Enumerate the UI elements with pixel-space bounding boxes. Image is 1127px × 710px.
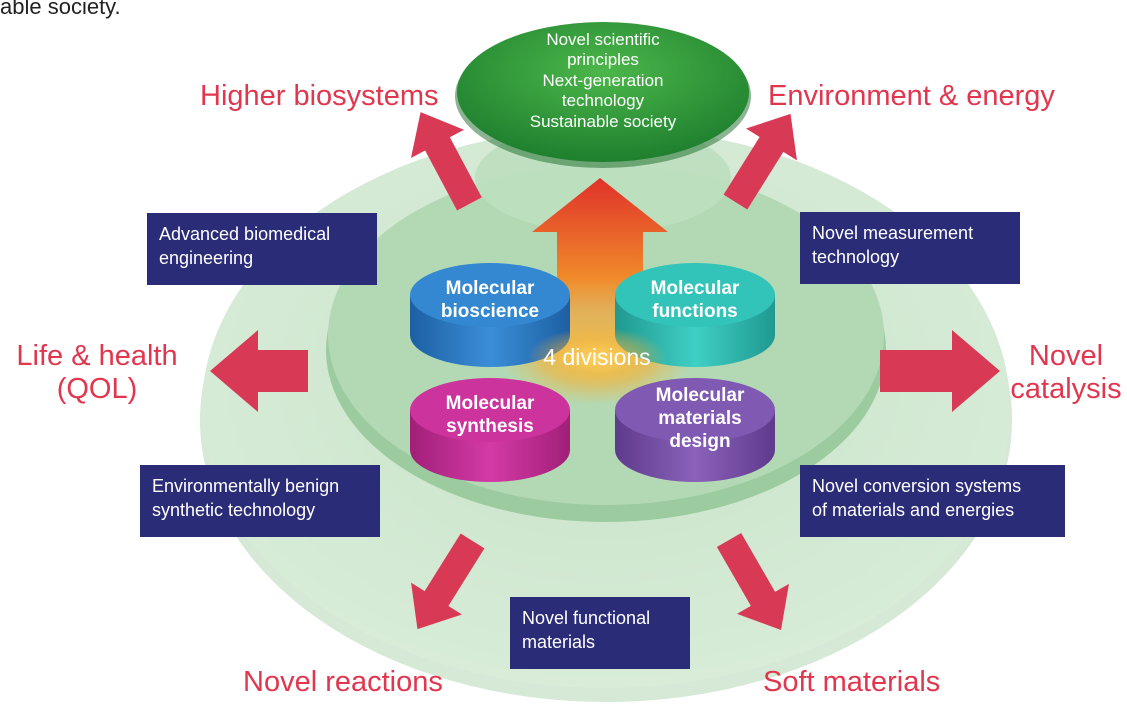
goal-ellipse [455,22,751,168]
box-environmentally-benign-line2: synthetic technology [152,500,316,521]
arrow-environment-energy [723,113,797,210]
label-bioscience-line1: Molecular [445,278,535,299]
box-novel-measurement-line1: Novel measurement [812,223,974,243]
box-environmentally-benign: Environmentally benign synthetic technol… [140,465,380,537]
label-materials-line1: Molecular [655,385,745,406]
goal-line-5: Sustainable society [529,111,677,131]
label-molecular-materials-design: Molecular materials design [630,385,770,453]
label-molecular-bioscience: Molecular bioscience [420,278,560,324]
box-novel-measurement-line2: technology [812,247,900,268]
label-materials-line2: materials [658,407,742,429]
box-advanced-biomedical: Advanced biomedical engineering [147,213,377,285]
label-novel-catalysis-line1: Novel [1028,340,1104,372]
intro-text-fragment: able society. [0,0,121,19]
label-environment-energy: Environment & energy [768,80,1055,112]
label-novel-catalysis-line2: catalysis [1010,373,1122,406]
label-life-health-line2: (QOL) [56,373,138,406]
arrow-novel-catalysis [880,330,1000,412]
label-molecular-functions: Molecular functions [625,278,765,324]
box-novel-functional: Novel functional materials [510,597,690,669]
label-functions-line2: functions [652,300,738,322]
arrow-higher-biosystems [411,112,482,211]
box-novel-conversion-line2: of materials and energies [812,500,1015,521]
label-molecular-synthesis: Molecular synthesis [420,393,560,439]
label-higher-biosystems: Higher biosystems [200,80,439,112]
label-soft-materials: Soft materials [763,666,941,698]
label-novel-catalysis: Novel catalysis [1008,340,1124,407]
label-materials-line3: design [669,430,731,452]
goal-line-1: Novel scientific [546,30,660,49]
goal-line-3: Next-generation [542,70,664,90]
goal-line-4: technology [561,91,645,111]
box-novel-functional-line2: materials [522,632,596,653]
arrow-life-health-shape [210,330,308,412]
goal-text: Novel scientific principles Next-generat… [498,30,708,132]
goal-line-2: principles [567,50,639,70]
label-4-divisions: 4 divisions [543,344,651,370]
box-advanced-biomedical-line2: engineering [159,248,254,269]
label-synthesis-line2: synthesis [446,415,534,437]
box-novel-functional-line1: Novel functional [522,608,651,628]
arrow-novel-reactions [411,533,485,630]
label-novel-reactions: Novel reactions [243,666,443,698]
cylinder-materials-design [615,378,775,482]
box-environmentally-benign-line1: Environmentally benign [152,476,340,496]
box-novel-conversion-line1: Novel conversion systems [812,476,1022,496]
label-bioscience-line2: bioscience [440,300,540,322]
box-novel-measurement: Novel measurement technology [800,212,1020,284]
box-novel-conversion: Novel conversion systems of materials an… [800,465,1065,537]
arrow-soft-materials [716,532,789,631]
label-synthesis-line1: Molecular [445,393,535,414]
box-advanced-biomedical-line1: Advanced biomedical [159,224,331,244]
cylinder-synthesis [410,378,570,482]
label-functions-line1: Molecular [650,278,740,299]
label-life-health: Life & health (QOL) [8,340,186,407]
label-life-health-line1: Life & health [16,340,178,372]
